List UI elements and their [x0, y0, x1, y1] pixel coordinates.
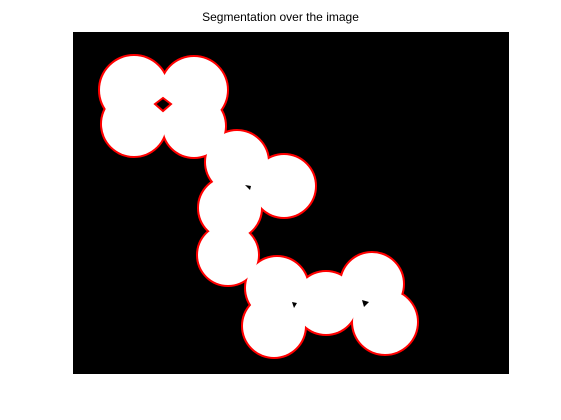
gap-hole-top	[153, 96, 173, 113]
gap-hole-lower-left	[292, 302, 297, 308]
figure-title: Segmentation over the image	[202, 10, 359, 24]
gap-hole-lower-right	[362, 300, 369, 307]
segmentation-canvas	[73, 32, 509, 374]
image-axes	[73, 32, 509, 374]
gap-hole-middle	[245, 185, 251, 190]
